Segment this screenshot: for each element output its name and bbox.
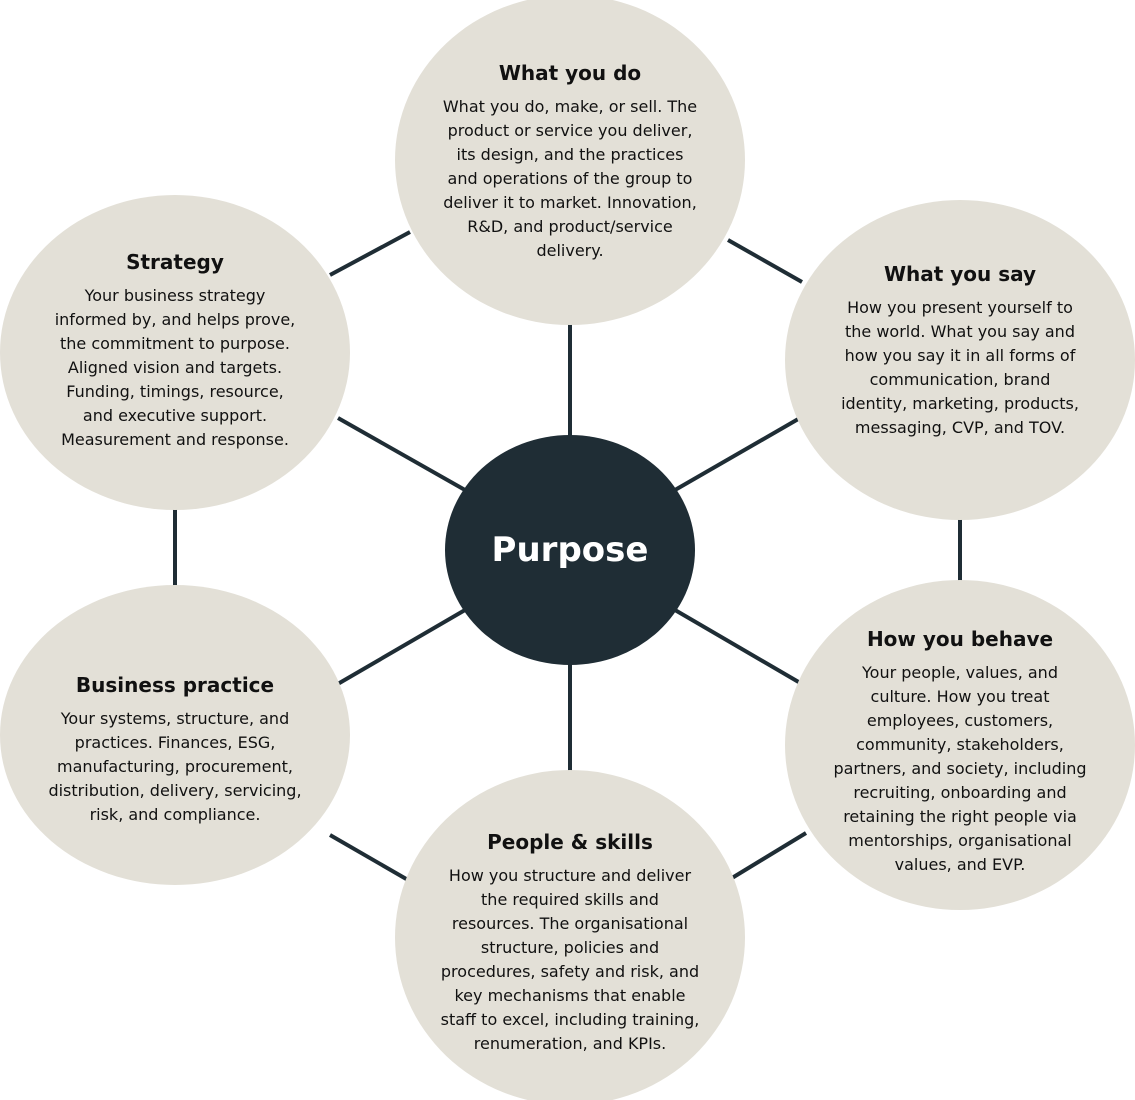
node-description-line: recruiting, onboarding and [853, 783, 1067, 802]
node-description-line: the world. What you say and [845, 322, 1075, 341]
connector-line [337, 416, 466, 492]
node-description-line: how you say it in all forms of [844, 346, 1076, 365]
node-description-line: and executive support. [82, 406, 268, 425]
node-description-line: key mechanisms that enable [454, 986, 686, 1005]
node-description-line: manufacturing, procurement, [57, 757, 293, 776]
node-description-line: communication, brand [869, 370, 1051, 389]
node-description-line: product or service you deliver, [447, 121, 693, 140]
node-description-line: How you structure and deliver [448, 866, 692, 885]
node-description-line: How you present yourself to [847, 298, 1073, 317]
node-description-line: and operations of the group to [447, 169, 693, 188]
node-description-line: Funding, timings, resource, [66, 382, 284, 401]
node-description-line: partners, and society, including [833, 759, 1087, 778]
node-description-line: structure, policies and [480, 938, 660, 957]
node-description-line: practices. Finances, ESG, [74, 733, 276, 752]
connector-line [334, 608, 467, 687]
node-how-you-behave-blob [785, 580, 1135, 910]
node-people-skills-blob [395, 770, 745, 1100]
node-description-line: procedures, safety and risk, and [440, 962, 700, 981]
node-description-line: retaining the right people via [843, 807, 1077, 826]
node-title: What you say [883, 262, 1037, 286]
node-title: How you behave [866, 627, 1054, 651]
node-description-line: Your systems, structure, and [60, 709, 290, 728]
node-description-line: identity, marketing, products, [841, 394, 1079, 413]
connector-line [730, 831, 808, 880]
node-description-line: community, stakeholders, [856, 735, 1064, 754]
node-description-line: informed by, and helps prove, [54, 310, 296, 329]
node-description-line: values, and EVP. [894, 855, 1026, 874]
node-description-line: the required skills and [481, 890, 659, 909]
node-description-line: Aligned vision and targets. [67, 358, 283, 377]
node-description-line: renumeration, and KPIs. [473, 1034, 667, 1053]
connector-line [329, 833, 409, 882]
node-description-line: What you do, make, or sell. The [442, 97, 698, 116]
node-description-line: the commitment to purpose. [60, 334, 290, 353]
node-description-line: messaging, CVP, and TOV. [854, 418, 1066, 437]
purpose-label: Purpose [491, 530, 649, 570]
node-description-line: Your business strategy [84, 286, 266, 305]
node-strategy-blob [0, 195, 350, 510]
node-title: Strategy [126, 250, 224, 274]
node-description-line: culture. How you treat [870, 687, 1050, 706]
node-description-line: Measurement and response. [61, 430, 289, 449]
node-description-line: distribution, delivery, servicing, [48, 781, 302, 800]
node-description-line: employees, customers, [866, 711, 1054, 730]
node-description-line: Your people, values, and [862, 663, 1058, 682]
node-title: What you do [498, 61, 642, 85]
node-what-you-do: What you do What you do, make, or sell. T… [400, 60, 740, 263]
node-title: People & skills [487, 830, 653, 854]
connector-line [727, 238, 803, 284]
connector-line [329, 230, 411, 277]
connector-line [673, 608, 804, 686]
node-business-practice-blob [0, 585, 350, 885]
node-description-line: its design, and the practices [456, 145, 684, 164]
node-description-line: deliver it to market. Innovation, [443, 193, 697, 212]
node-description-line: R&D, and product/service [467, 217, 673, 236]
node-description-line: staff to excel, including training, [440, 1010, 700, 1029]
node-description-line: risk, and compliance. [89, 805, 261, 824]
node-what-you-say-blob [785, 200, 1135, 520]
node-description-line: resources. The organisational [451, 914, 689, 933]
node-title: Business practice [75, 673, 275, 697]
node-what-you-do-blob [395, 0, 745, 325]
node-description-line: mentorships, organisational [848, 831, 1072, 850]
purpose-node: Purpose [445, 435, 695, 665]
connector-line [674, 416, 801, 492]
node-description-line: delivery. [536, 241, 604, 260]
